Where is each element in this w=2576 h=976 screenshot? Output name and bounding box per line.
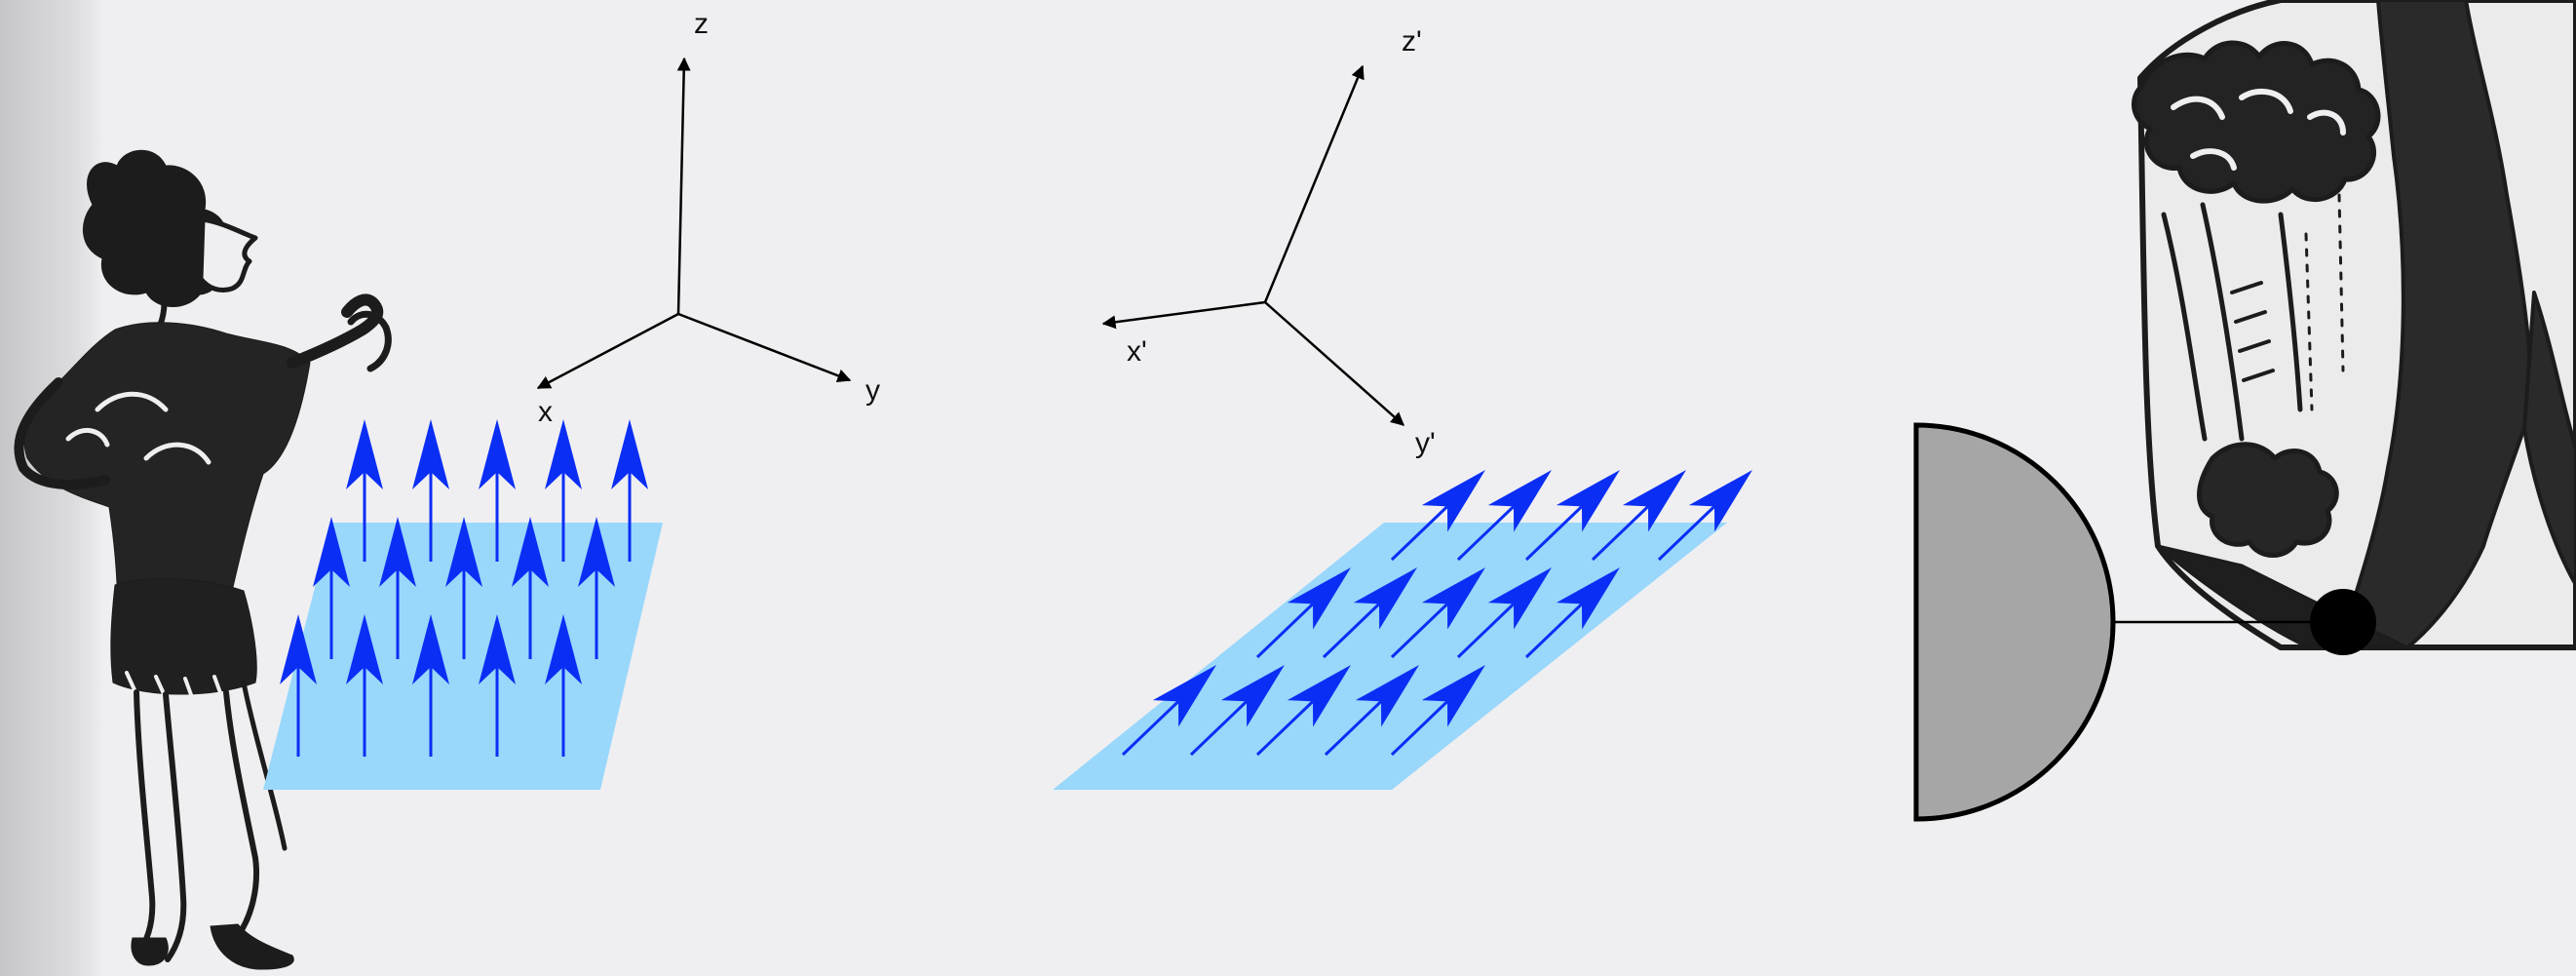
right-coordinate-axes	[1101, 64, 1405, 426]
right-spin-plane	[1053, 523, 1727, 790]
left-spin-arrow-1-1	[379, 517, 416, 659]
right-y-prime-label: y'	[1415, 427, 1436, 459]
left-x-label: x	[538, 396, 553, 428]
right-y-axis	[1264, 301, 1405, 426]
half-disc-mirror-icon	[1913, 422, 2116, 822]
right-spin-arrow-1-4-head	[1556, 567, 1620, 630]
right-spin-arrow-1-3-head	[1487, 567, 1552, 630]
right-spin-arrow-1-3	[1456, 567, 1552, 659]
left-spin-arrow-1-4	[578, 517, 615, 659]
pivot-ball	[2310, 589, 2376, 655]
left-spin-arrow-2-3	[545, 419, 582, 562]
right-x-prime-label: x'	[1127, 335, 1147, 368]
left-spin-arrow-0-2	[412, 614, 449, 757]
left-spin-arrow-1-2-head	[445, 517, 482, 587]
right-spin-arrow-0-3-head	[1355, 665, 1419, 727]
left-z-label: z	[694, 8, 709, 40]
dancing-woman-sketch-icon	[14, 149, 392, 970]
right-spin-arrow-1-1-shaft	[1322, 603, 1381, 659]
right-spin-arrow-0-0-head	[1152, 665, 1216, 727]
right-spin-arrow-0-4-head	[1421, 665, 1485, 727]
left-spin-arrow-2-3-head	[545, 419, 582, 489]
right-spin-arrow-1-2-head	[1421, 567, 1485, 630]
left-spin-arrow-2-2	[479, 419, 516, 562]
left-spin-arrow-0-3-head	[479, 614, 516, 684]
right-spin-arrow-1-4	[1524, 567, 1620, 659]
right-spin-arrow-2-2-head	[1556, 470, 1620, 532]
left-y-label: y	[865, 374, 880, 407]
right-spin-arrow-1-0-head	[1287, 567, 1351, 630]
right-spin-arrow-0-3-shaft	[1324, 700, 1383, 757]
right-spin-arrow-2-3	[1591, 470, 1686, 562]
left-spin-arrow-2-4-head	[611, 419, 648, 489]
right-spin-arrow-2-2	[1524, 470, 1620, 562]
right-spin-arrow-2-2-shaft	[1524, 505, 1584, 562]
left-spin-arrow-0-0	[280, 614, 317, 757]
right-spin-arrow-2-0-head	[1421, 470, 1485, 532]
right-spin-arrow-0-1-head	[1220, 665, 1285, 727]
left-spin-arrow-2-0-head	[346, 419, 383, 489]
left-spin-arrow-2-2-head	[479, 419, 516, 489]
right-spin-arrow-1-2-shaft	[1390, 603, 1449, 659]
left-spin-arrow-1-1-head	[379, 517, 416, 587]
right-spin-arrow-2-1-shaft	[1456, 505, 1516, 562]
left-spin-arrow-1-0-head	[313, 517, 350, 587]
right-spin-arrow-2-1-head	[1487, 470, 1552, 532]
left-y-axis	[677, 312, 852, 382]
right-spin-arrow-2-1	[1456, 470, 1552, 562]
right-spin-arrow-2-4	[1657, 470, 1752, 562]
right-spin-arrow-0-0	[1121, 665, 1216, 757]
right-spin-arrow-1-4-shaft	[1524, 603, 1584, 659]
right-spin-arrow-2-0	[1390, 470, 1485, 562]
left-z-axis	[676, 57, 691, 315]
right-spin-arrow-2-4-head	[1688, 470, 1752, 532]
left-spin-arrow-2-0	[346, 419, 383, 562]
left-spin-arrow-0-0-head	[280, 614, 317, 684]
left-spin-arrow-1-3	[512, 517, 549, 659]
right-spin-arrow-0-4	[1390, 665, 1485, 757]
right-spin-arrow-0-1-shaft	[1189, 700, 1249, 757]
left-x-axis	[536, 312, 679, 390]
right-spin-arrow-1-0	[1255, 567, 1351, 659]
right-spin-arrow-0-2-shaft	[1255, 700, 1315, 757]
man-in-ruff-sketch-icon	[2131, 0, 2576, 650]
right-spin-arrow-0-4-shaft	[1390, 700, 1449, 757]
right-spin-arrow-0-3	[1324, 665, 1419, 757]
right-spin-arrow-0-0-shaft	[1121, 700, 1180, 757]
right-spin-arrow-2-4-shaft	[1657, 505, 1716, 562]
left-spin-arrow-2-1-head	[412, 419, 449, 489]
right-spin-arrow-0-2-head	[1287, 665, 1351, 727]
left-spin-arrow-1-4-head	[578, 517, 615, 587]
left-spin-arrow-0-1	[346, 614, 383, 757]
right-spin-arrow-0-2	[1255, 665, 1351, 757]
right-spin-arrow-1-0-shaft	[1255, 603, 1315, 659]
left-spin-arrow-0-4-head	[545, 614, 582, 684]
left-spin-arrow-1-2	[445, 517, 482, 659]
right-spin-arrows	[1121, 470, 1752, 757]
right-spin-arrow-1-1	[1322, 567, 1417, 659]
right-spin-arrow-2-3-shaft	[1591, 505, 1650, 562]
left-spin-arrow-0-4	[545, 614, 582, 757]
right-spin-arrow-2-0-shaft	[1390, 505, 1449, 562]
left-spin-arrow-0-1-head	[346, 614, 383, 684]
right-spin-arrow-2-3-head	[1622, 470, 1686, 532]
right-spin-arrow-0-1	[1189, 665, 1285, 757]
right-x-axis	[1101, 300, 1266, 330]
left-spin-arrow-1-3-head	[512, 517, 549, 587]
right-z-axis	[1263, 64, 1365, 303]
right-spin-arrow-1-2	[1390, 567, 1485, 659]
left-spin-arrow-0-2-head	[412, 614, 449, 684]
left-spin-arrow-2-1	[412, 419, 449, 562]
right-spin-arrow-1-1-head	[1353, 567, 1417, 630]
left-spin-arrow-1-0	[313, 517, 350, 659]
right-z-prime-label: z'	[1402, 25, 1422, 58]
left-spin-arrow-0-3	[479, 614, 516, 757]
left-coordinate-axes	[536, 57, 852, 390]
right-spin-arrow-1-3-shaft	[1456, 603, 1516, 659]
left-spin-arrow-2-4	[611, 419, 648, 562]
left-spin-arrows	[280, 419, 648, 757]
